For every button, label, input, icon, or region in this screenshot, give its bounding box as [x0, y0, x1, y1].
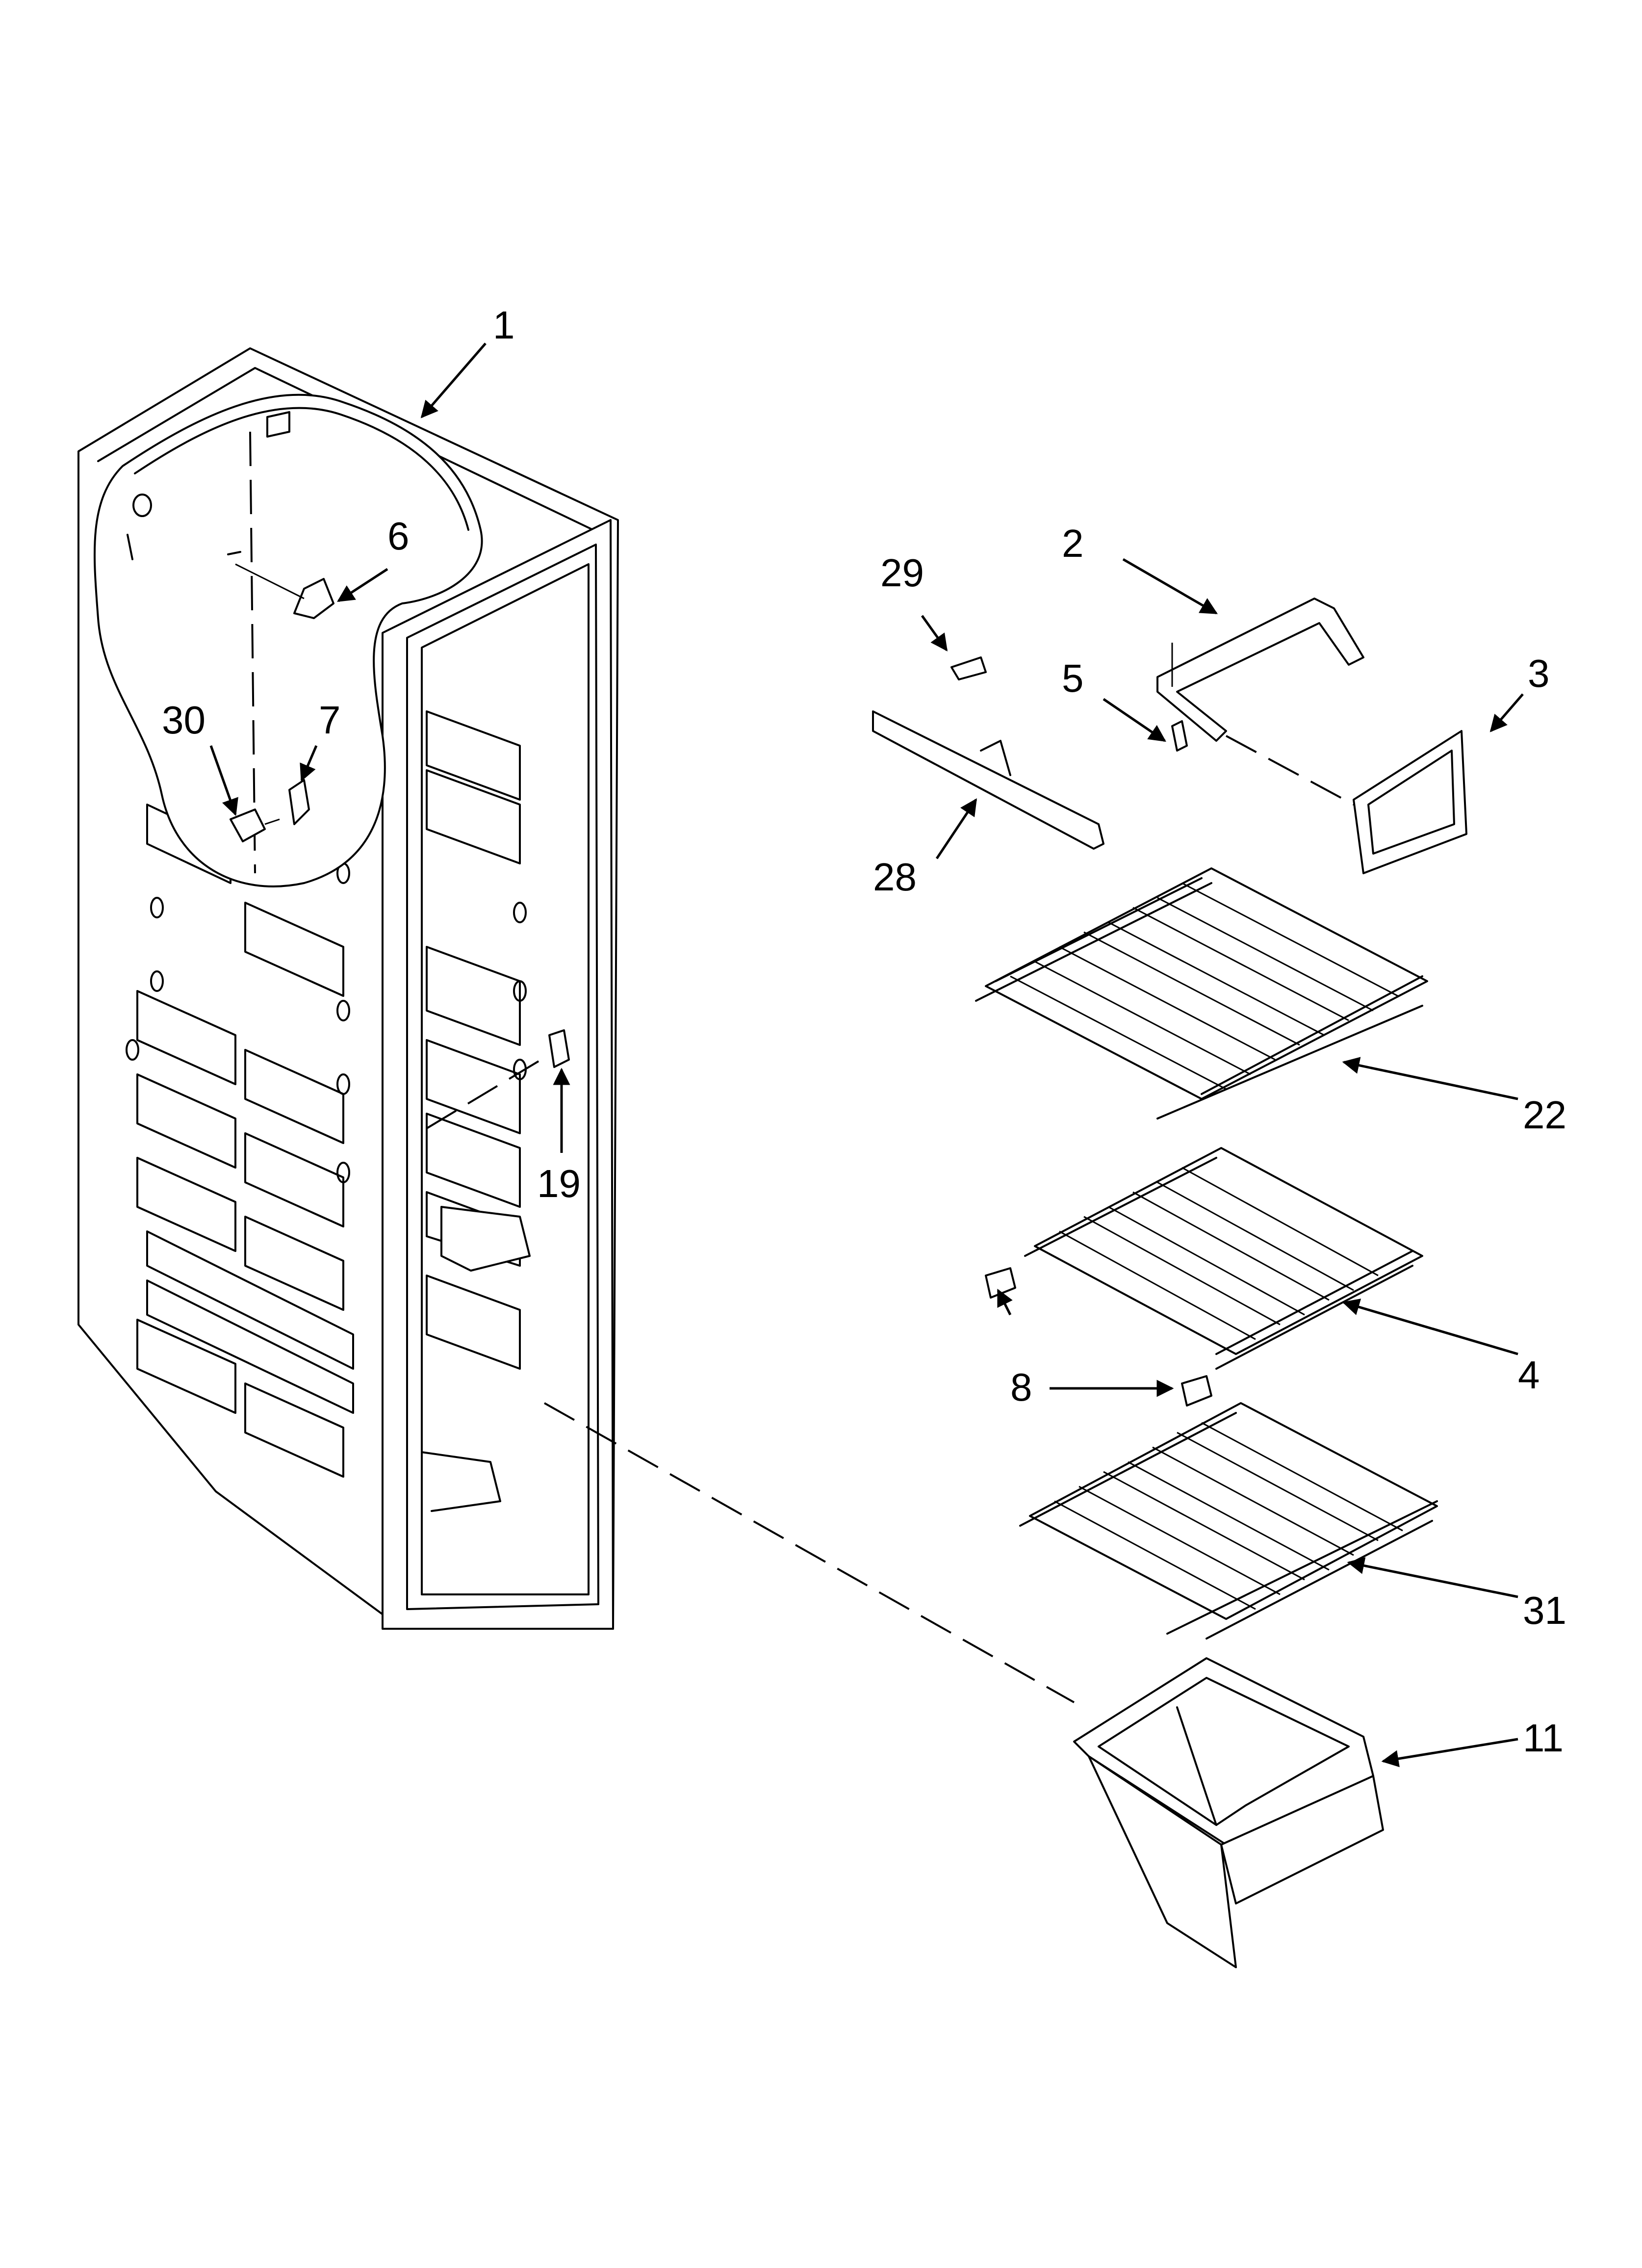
callout-30: 30	[162, 698, 205, 742]
callout-1: 1	[493, 303, 515, 347]
freezer-liner	[77, 347, 619, 1630]
dashed-guide	[544, 1402, 1075, 1703]
callout-6: 6	[387, 514, 410, 558]
callout-5: 5	[1062, 656, 1084, 700]
callout-28: 28	[873, 855, 917, 899]
callout-31: 31	[1523, 1589, 1566, 1632]
callout-2: 2	[1062, 521, 1084, 565]
callout-4: 4	[1518, 1353, 1540, 1397]
wire-shelf-31	[1019, 1402, 1438, 1640]
callout-22: 22	[1523, 1093, 1566, 1137]
freezer-pan	[1073, 1657, 1384, 1968]
shelf-bracket	[872, 656, 1104, 850]
callout-29: 29	[880, 551, 924, 595]
callout-7: 7	[319, 698, 341, 742]
wire-shelf-4	[1024, 1147, 1423, 1370]
callout-19: 19	[537, 1162, 581, 1205]
callout-11: 11	[1523, 1716, 1564, 1760]
callout-8: 8	[1010, 1365, 1032, 1409]
callout-labels: 1 2 3 4 5 6 7 8 11 19 22 28 29 30 31	[162, 303, 1566, 1760]
wire-shelf-22	[975, 867, 1428, 1120]
callout-3: 3	[1528, 652, 1550, 695]
crisper-cover-frame	[1156, 598, 1467, 874]
leader-lines	[209, 342, 1524, 1768]
